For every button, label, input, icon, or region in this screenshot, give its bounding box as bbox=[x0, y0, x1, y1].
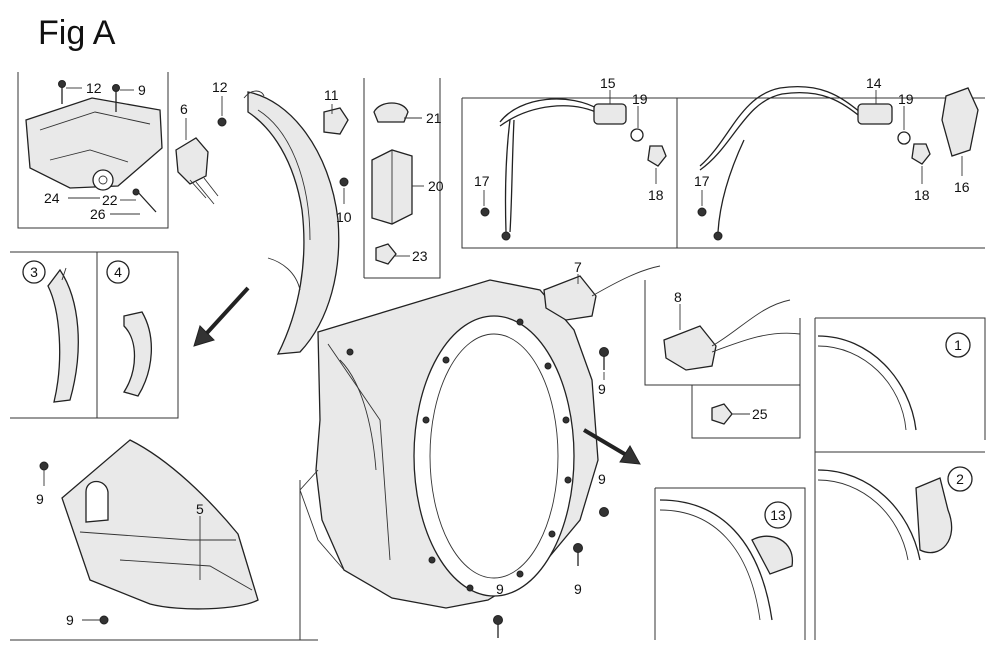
figure-title: Fig A bbox=[38, 14, 116, 52]
callout-1: 1 bbox=[954, 337, 962, 353]
callout-4: 4 bbox=[114, 264, 122, 280]
part-label-6: 6 bbox=[180, 101, 188, 117]
direction-arrows bbox=[193, 286, 641, 465]
callout-circles bbox=[22, 260, 973, 529]
part-label-9b: 9 bbox=[598, 381, 606, 397]
bolts bbox=[493, 347, 609, 638]
air-guide bbox=[243, 90, 349, 355]
part-label-17b: 17 bbox=[694, 173, 710, 189]
parts-3-4 bbox=[47, 267, 152, 403]
switch-parts-7-8 bbox=[543, 265, 801, 425]
part-label-9a: 9 bbox=[138, 82, 146, 98]
leader-lines bbox=[43, 87, 963, 621]
part-label-21: 21 bbox=[426, 110, 442, 126]
part-label-18b: 18 bbox=[914, 187, 930, 203]
part-label-19b: 19 bbox=[898, 91, 914, 107]
part-label-9e: 9 bbox=[496, 581, 504, 597]
part-label-8: 8 bbox=[674, 289, 682, 305]
callout-13: 13 bbox=[770, 507, 786, 523]
part-label-9c: 9 bbox=[598, 471, 606, 487]
detail-views bbox=[659, 335, 953, 621]
part-label-20: 20 bbox=[428, 178, 444, 194]
part-label-18a: 18 bbox=[648, 187, 664, 203]
fan-shroud bbox=[299, 279, 599, 609]
parts-20-21-23 bbox=[371, 102, 413, 265]
part-label-7: 7 bbox=[574, 259, 582, 275]
part-label-9d: 9 bbox=[574, 581, 582, 597]
part-label-17a: 17 bbox=[474, 173, 490, 189]
part-label-12b: 12 bbox=[212, 79, 228, 95]
part-label-9g: 9 bbox=[66, 612, 74, 628]
part-label-23: 23 bbox=[412, 248, 428, 264]
part-label-24: 24 bbox=[44, 190, 60, 206]
cover-part-5 bbox=[39, 439, 259, 625]
clip-part-6 bbox=[175, 117, 227, 205]
part-label-15: 15 bbox=[600, 75, 616, 91]
part-label-10: 10 bbox=[336, 209, 352, 225]
bracket-assembly bbox=[25, 80, 163, 213]
part-label-16: 16 bbox=[954, 179, 970, 195]
part-label-19a: 19 bbox=[632, 91, 648, 107]
part-label-9f: 9 bbox=[36, 491, 44, 507]
callout-2: 2 bbox=[956, 471, 964, 487]
part-label-11: 11 bbox=[324, 87, 339, 103]
part-label-25: 25 bbox=[752, 406, 768, 422]
part-label-14: 14 bbox=[866, 75, 882, 91]
panel-borders bbox=[10, 72, 986, 641]
harness-part-15 bbox=[480, 98, 667, 241]
part-label-5: 5 bbox=[196, 501, 204, 517]
harness-part-14 bbox=[697, 86, 979, 241]
part-label-12a: 12 bbox=[86, 80, 102, 96]
part-label-26: 26 bbox=[90, 206, 106, 222]
part-label-22: 22 bbox=[102, 192, 118, 208]
callout-3: 3 bbox=[30, 264, 38, 280]
